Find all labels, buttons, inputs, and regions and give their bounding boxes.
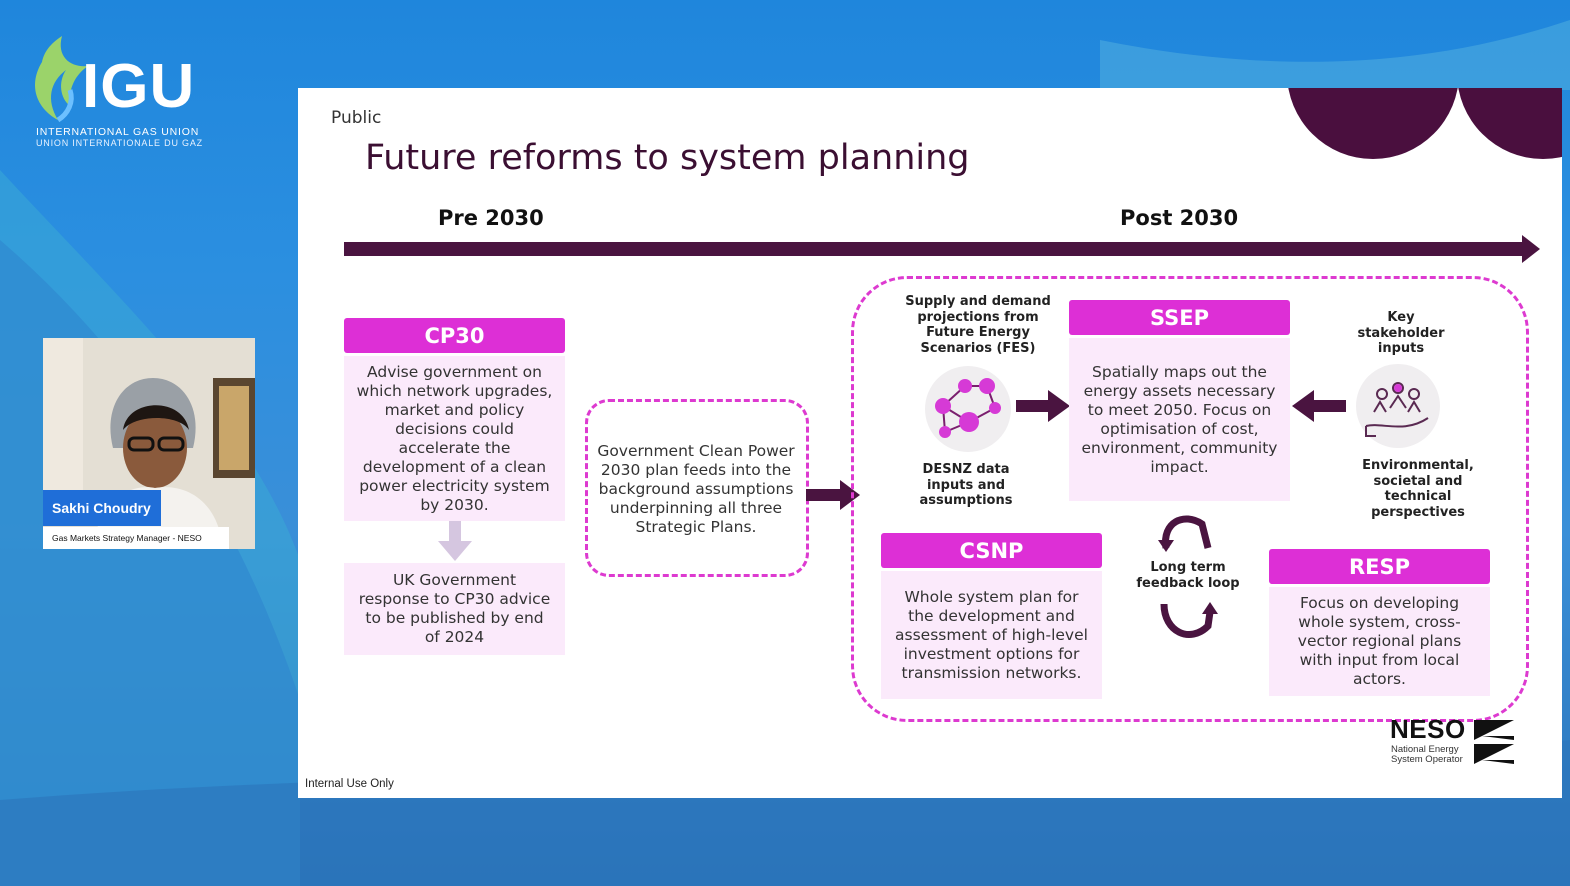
resp-body: Focus on developing whole system, cross-… — [1269, 587, 1490, 696]
neso-subtitle-line2: System Operator — [1391, 754, 1463, 765]
decorative-circles — [1288, 88, 1562, 159]
classification-tag: Public — [331, 108, 382, 128]
stakeholder-icon-circle — [1356, 364, 1440, 448]
timeline-arrowhead — [1522, 235, 1540, 263]
stakeholder-caption: Key stakeholder inputs — [1357, 310, 1445, 356]
speaker-name-badge: Sakhi Choudry — [43, 490, 161, 526]
arrow-into-ssep-left-icon — [1016, 390, 1070, 422]
ssep-body: Spatially maps out the energy assets nec… — [1069, 338, 1290, 501]
internal-use-note: Internal Use Only — [305, 778, 394, 790]
environmental-caption: Environmental, societal and technical pe… — [1362, 458, 1474, 520]
igu-wordmark: IGU — [82, 52, 196, 121]
resp-header: RESP — [1269, 549, 1490, 584]
fes-caption: Supply and demand projections from Futur… — [905, 294, 1051, 356]
pre-2030-label: Pre 2030 — [438, 206, 544, 230]
neso-wordmark: NESO — [1390, 714, 1466, 744]
csnp-header: CSNP — [881, 533, 1102, 568]
presentation-slide: Public Future reforms to system planning… — [298, 88, 1562, 798]
speaker-role-badge: Gas Markets Strategy Manager - NESO — [43, 527, 229, 549]
gov-plan-dashed-box — [585, 399, 809, 577]
right-arrow-icon — [806, 480, 860, 510]
network-people-icon — [935, 378, 1001, 438]
down-arrow-icon — [438, 521, 472, 561]
cp30-header: CP30 — [344, 318, 565, 353]
neso-subtitle-line1: National Energy — [1391, 744, 1459, 755]
desnz-caption: DESNZ data inputs and assumptions — [919, 462, 1013, 508]
slide-title: Future reforms to system planning — [365, 138, 970, 178]
igu-subtitle-en: INTERNATIONAL GAS UNION — [36, 126, 200, 138]
ssep-header: SSEP — [1069, 300, 1290, 335]
post-2030-label: Post 2030 — [1120, 206, 1239, 230]
strategic-plans-container — [851, 276, 1529, 722]
neso-flag-icon — [1474, 720, 1514, 764]
loop-arrow-down-icon — [1160, 602, 1218, 638]
hand-people-icon — [1365, 382, 1429, 437]
feedback-loop-caption: Long term feedback loop — [1136, 560, 1240, 591]
uk-response-box: UK Government response to CP30 advice to… — [344, 563, 565, 655]
cp30-body: Advise government on which network upgra… — [344, 356, 565, 521]
timeline-bar — [344, 242, 1524, 256]
gov-plan-text: Government Clean Power 2030 plan feeds i… — [597, 441, 795, 536]
loop-arrow-up-icon — [1158, 515, 1212, 552]
igu-subtitle-fr: UNION INTERNATIONALE DU GAZ — [36, 138, 203, 148]
igu-flame-icon — [35, 36, 88, 123]
csnp-body: Whole system plan for the development an… — [881, 571, 1102, 699]
arrow-into-ssep-right-icon — [1292, 390, 1346, 422]
